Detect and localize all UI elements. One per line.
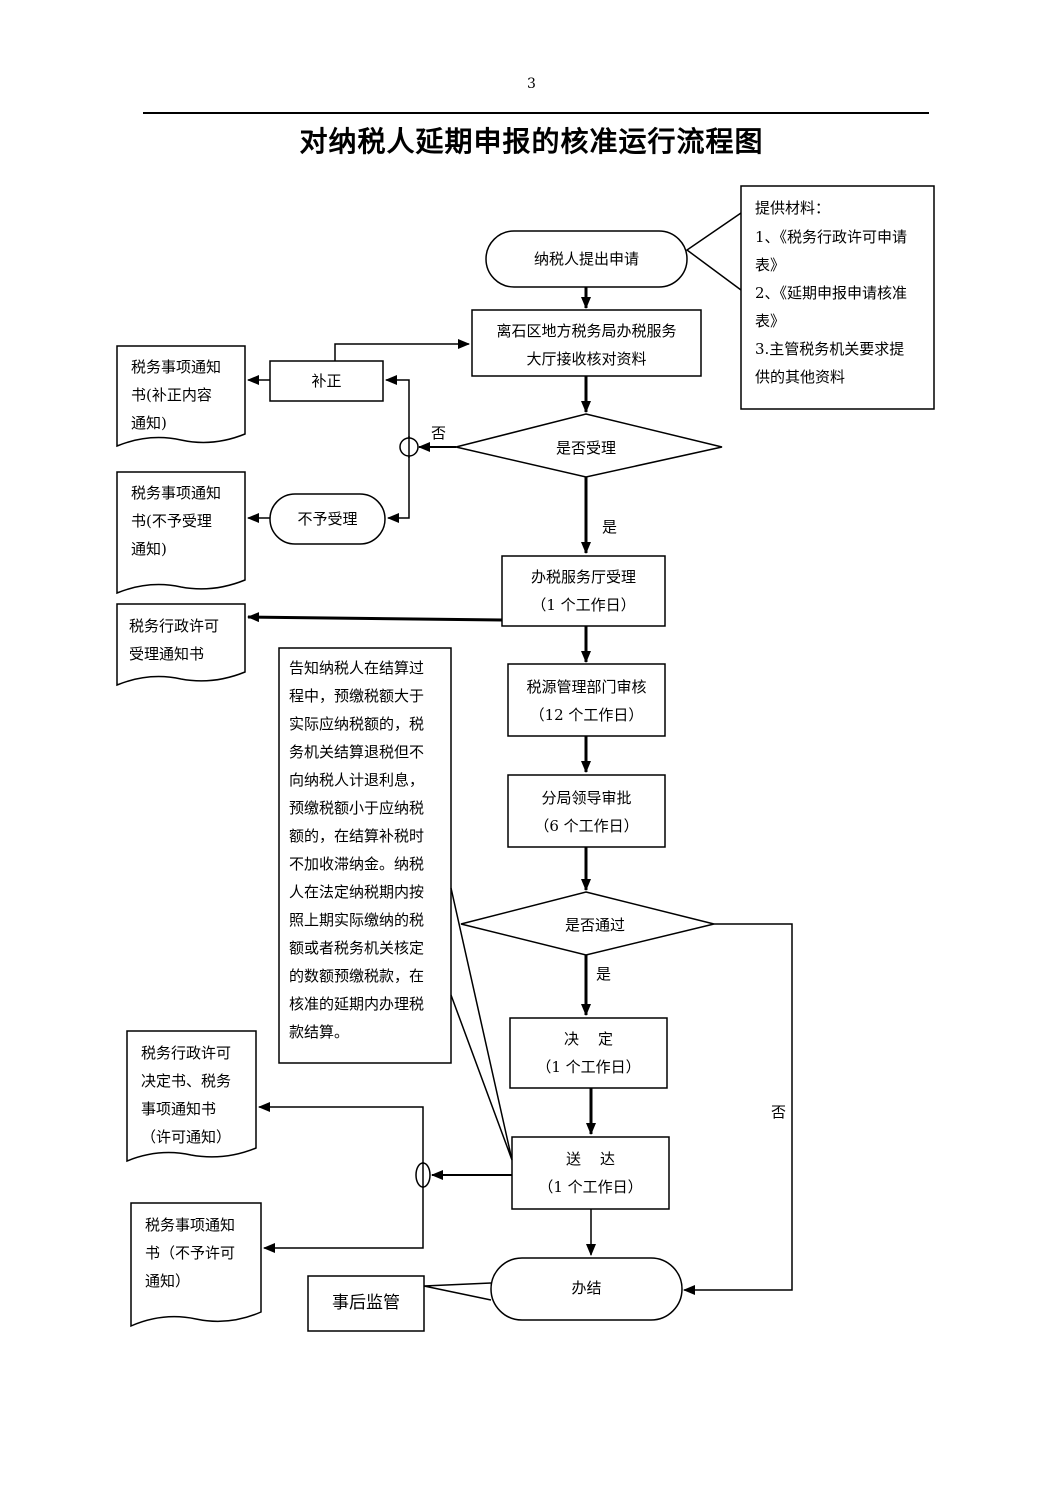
note-line: 照上期实际缴纳的税 (289, 911, 425, 929)
decide-box (509, 1017, 668, 1089)
note-box (278, 647, 452, 1064)
doc-deny-line2: 书（不予许可 (145, 1244, 236, 1262)
leader-approve-line2: （6 个工作日） (534, 817, 639, 835)
doc-permit-shape (126, 1030, 257, 1163)
edge-junction-correct (385, 375, 410, 438)
apply-label: 纳税人提出申请 (533, 250, 639, 268)
note-line: 核准的延期内办理税 (289, 995, 425, 1013)
doc-accept-line2: 受理通知书 (129, 645, 205, 663)
note-line: 人在法定纳税期内按 (289, 883, 425, 901)
doc-reject-line1: 税务事项通知 (131, 484, 222, 502)
deliver-line1: 送 达 (565, 1150, 616, 1168)
doc-correct-line3: 通知) (131, 414, 167, 432)
doc-correct-shape (116, 345, 246, 448)
correct-box (269, 360, 384, 402)
hall-accept-box (501, 555, 666, 627)
materials-callout (685, 212, 742, 291)
note-line: 额的，在结算补税时 (289, 827, 425, 845)
note-line: 务机关结算退税但不 (289, 743, 425, 761)
materials-item3-b: 供的其他资料 (755, 368, 846, 386)
doc-permit-line2: 决定书、税务 (141, 1072, 232, 1090)
leader-approve-line1: 分局领导审批 (541, 789, 632, 807)
page-title: 对纳税人延期申报的核准运行流程图 (299, 125, 764, 158)
pass-yes-label: 是 (596, 965, 612, 983)
receive-box (471, 309, 702, 377)
note-line: 的数额预缴税款，在 (289, 967, 425, 985)
pass-no-label: 否 (771, 1103, 787, 1121)
note-line: 向纳税人计退利息， (289, 771, 425, 789)
edge-correct-receive (334, 339, 470, 361)
finish-label: 办结 (571, 1279, 602, 1297)
edge-hall-doc (247, 612, 503, 623)
receive-label-line2: 大厅接收核对资料 (526, 350, 647, 368)
reject-terminator (269, 493, 386, 545)
doc-permit-line3: 事项通知书 (141, 1100, 217, 1118)
note-line: 告知纳税人在结算过 (289, 659, 425, 677)
supervise-callout (423, 1282, 492, 1301)
note-callout (450, 887, 513, 1161)
pass-question: 是否通过 (564, 916, 625, 934)
deliver-line2: （1 个工作日） (538, 1178, 643, 1196)
edge-junction-permit (258, 1102, 424, 1163)
tax-review-box (507, 663, 666, 737)
materials-item1-b: 表》 (755, 256, 786, 274)
hall-accept-line2: （1 个工作日） (531, 596, 636, 614)
doc-accept-shape (116, 603, 246, 687)
edge-junction-reject (387, 456, 410, 523)
accept-question: 是否受理 (555, 439, 616, 457)
deliver-box (511, 1136, 670, 1210)
tax-review-line2: （12 个工作日） (529, 706, 644, 724)
doc-correct-line1: 税务事项通知 (131, 358, 222, 376)
accept-no-label: 否 (431, 424, 447, 442)
tax-review-line1: 税源管理部门审核 (526, 678, 647, 696)
note-line: 不加收滞纳金。纳税 (289, 855, 425, 873)
note-line: 实际应纳税额的，税 (289, 715, 425, 733)
note-line: 程中，预缴税额大于 (289, 687, 425, 705)
materials-item1-a: 1、《税务行政许可申请 (755, 228, 908, 246)
edge-junction-deny (263, 1187, 424, 1253)
materials-item2-b: 表》 (755, 312, 786, 330)
accept-yes-label: 是 (602, 518, 618, 536)
doc-accept-line1: 税务行政许可 (129, 617, 220, 635)
materials-item2-a: 2、《延期申报申请核准 (755, 284, 908, 302)
materials-header: 提供材料： (755, 199, 831, 217)
receive-label-line1: 离石区地方税务局办税服务 (496, 322, 677, 340)
doc-reject-line2: 书(不予受理 (131, 512, 212, 530)
doc-reject-shape (116, 471, 246, 595)
correct-label: 补正 (311, 372, 342, 390)
supervise-box (307, 1275, 425, 1332)
hall-accept-line1: 办税服务厅受理 (530, 568, 636, 586)
materials-item3-a: 3.主管税务机关要求提 (755, 340, 905, 358)
note-line: 额或者税务机关核定 (289, 939, 425, 957)
doc-deny-shape (130, 1202, 262, 1328)
edge-pass-no (683, 923, 793, 1295)
doc-permit-line4: （许可通知） (141, 1128, 232, 1146)
reject-label: 不予受理 (297, 510, 358, 528)
decide-line2: （1 个工作日） (536, 1058, 641, 1076)
finish-terminator (490, 1257, 683, 1321)
materials-box (740, 185, 935, 410)
doc-permit-line1: 税务行政许可 (141, 1044, 232, 1062)
note-line: 款结算。 (289, 1023, 350, 1041)
doc-deny-line1: 税务事项通知 (145, 1216, 236, 1234)
note-line: 预缴税额小于应纳税 (289, 799, 425, 817)
page-number: 3 (527, 76, 536, 92)
doc-reject-line3: 通知) (131, 540, 167, 558)
leader-approve-box (507, 774, 666, 848)
decide-line1: 决 定 (563, 1030, 614, 1048)
doc-deny-line3: 通知） (145, 1272, 191, 1290)
doc-correct-line2: 书(补正内容 (131, 386, 212, 404)
supervise-label: 事后监管 (332, 1293, 400, 1313)
